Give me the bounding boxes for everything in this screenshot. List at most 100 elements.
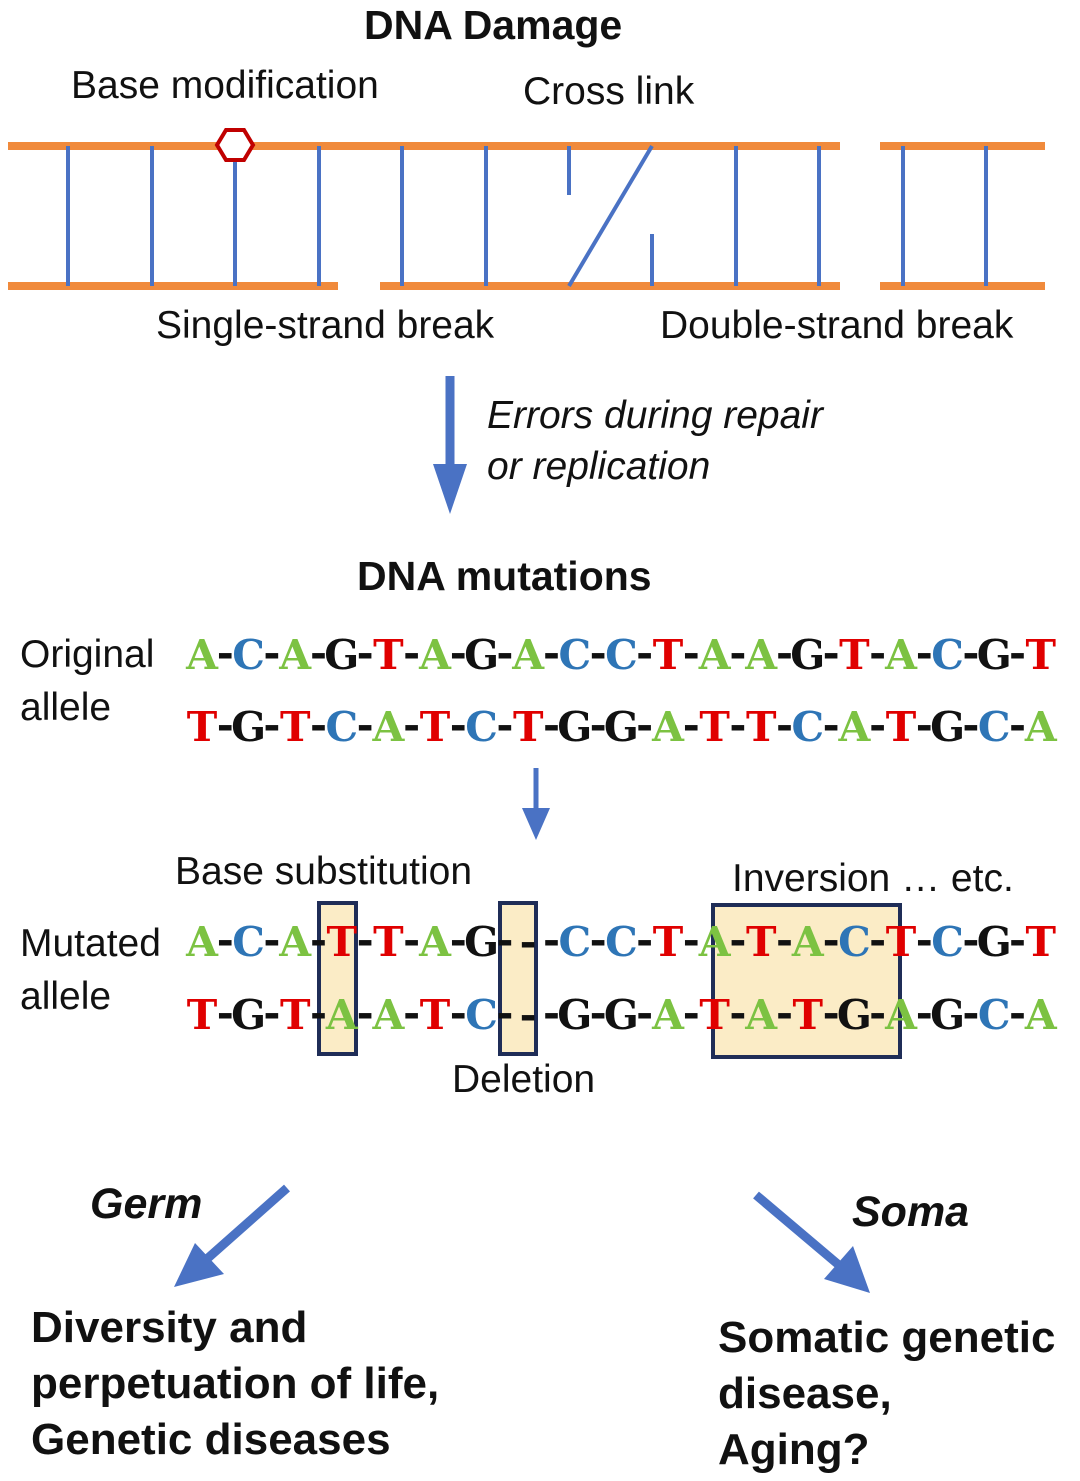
bond-dash: - <box>823 989 840 1037</box>
bond-dash: - <box>450 629 467 677</box>
nucleotide: A <box>698 631 732 679</box>
nucleotide: G <box>930 703 965 751</box>
nucleotide: A <box>371 991 405 1039</box>
bond-dash: - <box>263 989 280 1037</box>
bond-dash: - <box>962 629 979 677</box>
bond-dash: - <box>590 701 607 749</box>
nucleotide: C <box>465 991 498 1039</box>
nucleotide: C <box>931 918 964 966</box>
germ-outcome-line1: Diversity and <box>31 1303 308 1352</box>
nucleotide: C <box>978 703 1011 751</box>
bond-dash: - <box>217 629 234 677</box>
nucleotide: G <box>464 631 499 679</box>
nucleotide: A <box>371 703 405 751</box>
bond-dash: - <box>590 629 607 677</box>
mutated-allele-label-line2: allele <box>20 975 112 1018</box>
nucleotide: A <box>744 991 778 1039</box>
nucleotide: C <box>931 631 964 679</box>
bond-dash: - <box>776 701 793 749</box>
germ-outcome-line3: Genetic diseases <box>31 1415 391 1464</box>
bond-dash: - <box>496 989 513 1037</box>
bond-dash: - <box>310 989 327 1037</box>
nucleotide: C <box>558 631 591 679</box>
nucleotide: C <box>978 991 1011 1039</box>
original-allele-label-line1: Original <box>20 633 155 676</box>
nucleotide: C <box>605 918 638 966</box>
bond-dash: - <box>310 701 327 749</box>
nucleotide: A <box>325 991 359 1039</box>
bond-dash: - <box>729 916 746 964</box>
nucleotide: A <box>511 631 545 679</box>
nucleotide: C <box>232 631 265 679</box>
soma-arrow-icon <box>753 1191 870 1293</box>
dna-damage-title: DNA Damage <box>364 2 623 48</box>
nucleotide: G <box>604 703 639 751</box>
nucleotide: C <box>465 703 498 751</box>
bond-dash: - <box>1009 989 1026 1037</box>
bond-dash: - <box>1009 629 1026 677</box>
nucleotide: A <box>418 918 452 966</box>
soma-outcome-line2: disease, <box>718 1369 892 1418</box>
bond-dash: - <box>636 916 653 964</box>
base-modification-hexagon-icon <box>214 128 256 162</box>
nucleotide: - <box>520 991 537 1039</box>
bond-dash: - <box>496 701 513 749</box>
nucleotide: A <box>744 631 778 679</box>
bond-dash: - <box>310 916 327 964</box>
nucleotide: T <box>420 991 451 1039</box>
soma-outcome-line1: Somatic genetic <box>718 1313 1056 1362</box>
bond-dash: - <box>962 701 979 749</box>
nucleotide: A <box>698 918 732 966</box>
bond-dash: - <box>403 701 420 749</box>
nucleotide: T <box>187 991 218 1039</box>
nucleotide: A <box>651 703 685 751</box>
nucleotide: T <box>373 631 404 679</box>
nucleotide: T <box>839 631 870 679</box>
nucleotide: C <box>605 631 638 679</box>
nucleotide: A <box>278 918 312 966</box>
bond-dash: - <box>729 629 746 677</box>
bond-dash: - <box>869 916 886 964</box>
bond-dash: - <box>962 916 979 964</box>
nucleotide: T <box>653 918 684 966</box>
nucleotide: C <box>838 918 871 966</box>
cross-link-label: Cross link <box>523 70 695 113</box>
bond-dash: - <box>357 629 374 677</box>
bond-dash: - <box>217 916 234 964</box>
nucleotide: G <box>837 991 872 1039</box>
nucleotide: T <box>327 918 358 966</box>
bond-dash: - <box>590 916 607 964</box>
nucleotide: G <box>557 991 592 1039</box>
bond-dash: - <box>683 629 700 677</box>
nucleotide: T <box>653 631 684 679</box>
bond-dash: - <box>869 629 886 677</box>
single-strand-break-label: Single-strand break <box>156 304 495 347</box>
bond-dash: - <box>636 629 653 677</box>
bond-dash: - <box>450 916 467 964</box>
nucleotide: T <box>280 991 311 1039</box>
bond-dash: - <box>543 701 560 749</box>
bond-dash: - <box>916 701 933 749</box>
bond-dash: - <box>1009 701 1026 749</box>
cross-link-diagonal <box>567 144 654 288</box>
nucleotide: A <box>791 918 825 966</box>
nucleotide: G <box>977 631 1012 679</box>
bond-dash: - <box>683 701 700 749</box>
nucleotide: T <box>420 703 451 751</box>
bond-dash: - <box>916 916 933 964</box>
deletion-label: Deletion <box>452 1058 596 1101</box>
base-substitution-box <box>317 901 358 1056</box>
nucleotide: - <box>520 918 537 966</box>
bond-dash: - <box>217 989 234 1037</box>
bond-dash: - <box>683 989 700 1037</box>
nucleotide: T <box>1026 631 1057 679</box>
nucleotide: T <box>513 703 544 751</box>
base-substitution-label: Base substitution <box>175 850 473 893</box>
nucleotide: T <box>886 703 917 751</box>
soma-outcome-line3: Aging? <box>718 1425 870 1474</box>
bond-dash: - <box>729 989 746 1037</box>
nucleotide: G <box>231 703 266 751</box>
nucleotide: C <box>232 918 265 966</box>
bond-dash: - <box>403 629 420 677</box>
